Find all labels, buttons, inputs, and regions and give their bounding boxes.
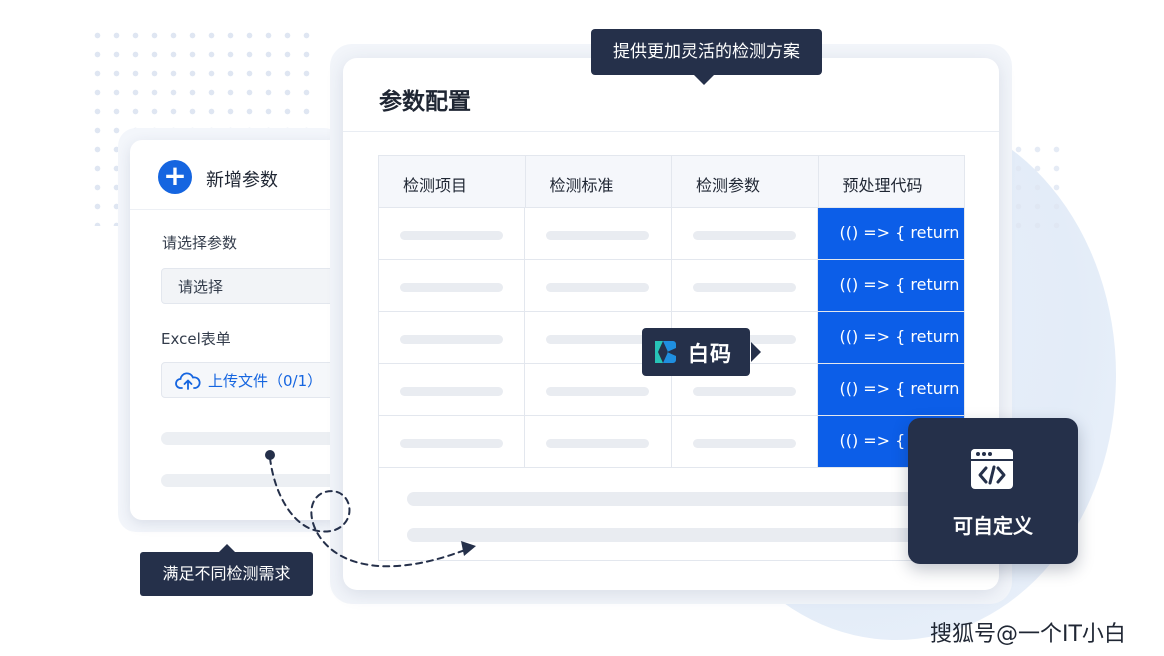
- param-select[interactable]: 请选择: [161, 268, 342, 304]
- code-cell[interactable]: (() => { return: [818, 260, 965, 311]
- panel-header: + 新增参数: [130, 140, 342, 210]
- column-header: 预处理代码: [842, 176, 923, 195]
- table-cell: [379, 208, 526, 259]
- plus-icon[interactable]: +: [158, 160, 192, 194]
- table-cell: [672, 416, 819, 467]
- add-parameter-panel: + 新增参数 请选择参数 请选择 Excel表单 上传文件（0/1）: [130, 140, 342, 520]
- table-cell: [672, 364, 819, 415]
- brand-badge: 白码: [642, 328, 761, 376]
- customizable-box: 可自定义: [908, 418, 1078, 564]
- parameter-config-panel: 参数配置 检测项目 检测标准 检测参数 预处理代码 (() => { retur…: [343, 58, 999, 590]
- watermark-text: 搜狐号@一个IT小白: [930, 622, 1126, 647]
- bottom-callout: 满足不同检测需求: [140, 544, 313, 596]
- column-header: 检测标准: [526, 156, 672, 207]
- top-callout: 提供更加灵活的检测方案: [591, 29, 822, 85]
- upload-button[interactable]: 上传文件（0/1）: [161, 362, 342, 398]
- brand-name: 白码: [688, 342, 732, 366]
- table-cell: [525, 416, 672, 467]
- table-cell: [379, 416, 526, 467]
- placeholder-bar: [407, 528, 917, 542]
- table-row[interactable]: (() => { return: [379, 260, 965, 312]
- table-cell: [525, 208, 672, 259]
- table-cell: [379, 312, 526, 363]
- brand-logo-icon: [655, 341, 676, 363]
- divider: [343, 131, 999, 132]
- table-cell: [525, 364, 672, 415]
- config-table: 检测项目 检测标准 检测参数 预处理代码 (() => { return (()…: [378, 155, 965, 561]
- table-row[interactable]: (() => { return: [379, 208, 965, 260]
- page-title: 参数配置: [379, 89, 471, 115]
- column-header: 检测参数: [672, 156, 819, 207]
- excel-label: Excel表单: [161, 330, 231, 348]
- table-header: 检测项目 检测标准 检测参数 预处理代码: [379, 156, 964, 208]
- table-cell: [672, 260, 819, 311]
- table-cell: [379, 364, 526, 415]
- code-window-icon: [971, 449, 1013, 489]
- table-row[interactable]: (() => { return: [379, 364, 965, 416]
- placeholder-bar: [161, 474, 342, 487]
- table-cell: [379, 260, 526, 311]
- table-footer: [379, 468, 964, 560]
- customizable-label: 可自定义: [953, 514, 1033, 538]
- code-cell[interactable]: (() => { return: [818, 208, 965, 259]
- cloud-upload-icon: [175, 372, 201, 390]
- placeholder-bar: [407, 492, 917, 506]
- placeholder-bar: [161, 432, 342, 445]
- table-row[interactable]: (() => { return: [379, 416, 965, 468]
- param-label: 请选择参数: [162, 234, 238, 252]
- code-cell[interactable]: (() => { return: [818, 312, 965, 363]
- panel-title: 新增参数: [206, 170, 278, 191]
- table-cell: [672, 208, 819, 259]
- code-cell[interactable]: (() => { return: [818, 364, 965, 415]
- column-header: 检测项目: [379, 156, 526, 207]
- table-cell: [525, 260, 672, 311]
